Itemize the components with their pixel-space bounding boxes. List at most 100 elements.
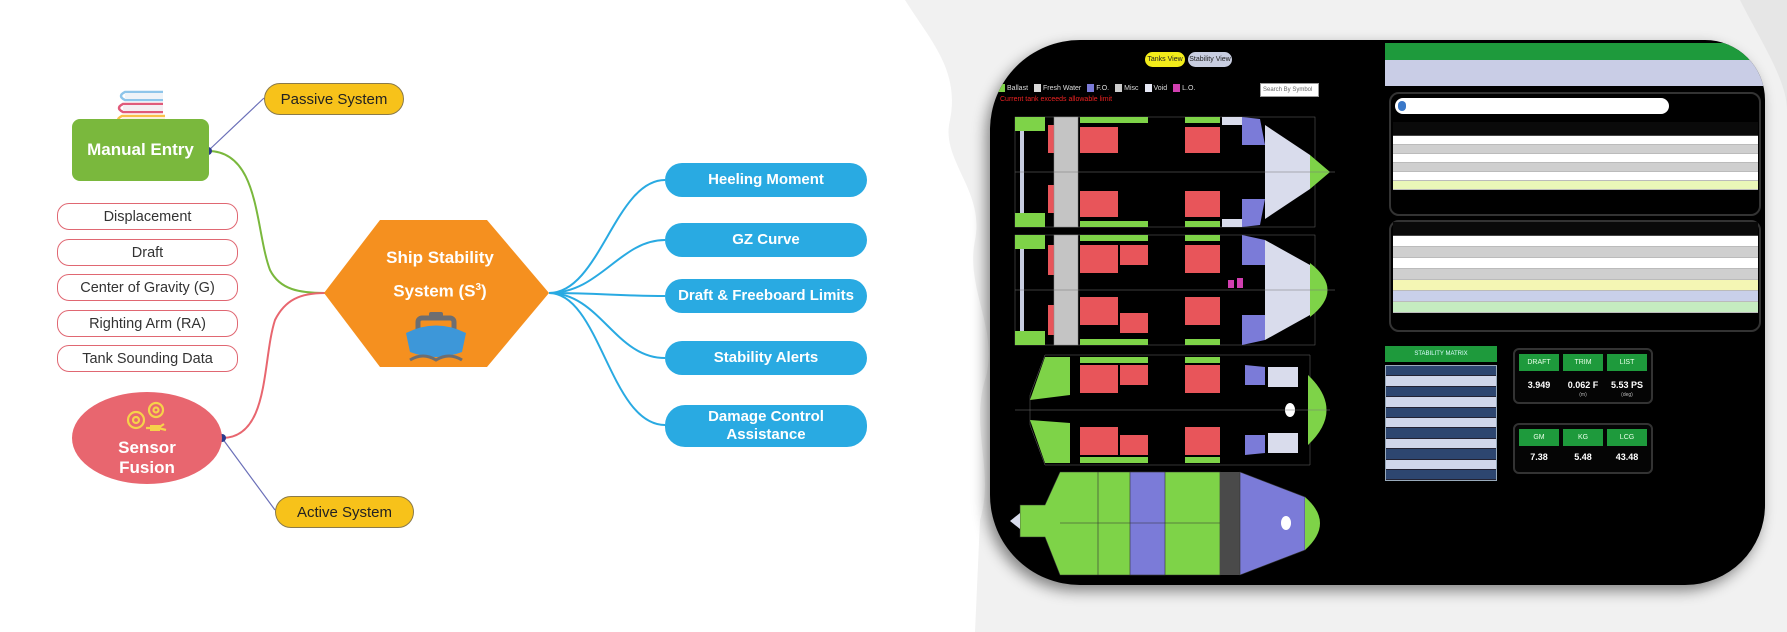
output-label: Stability Alerts <box>713 349 819 366</box>
input-tank-sounding-data[interactable]: Tank Sounding Data <box>57 345 238 372</box>
center-node-title-2: System (S3) <box>393 281 487 301</box>
matrix-row <box>1386 449 1496 460</box>
card-label: TRIM <box>1563 354 1603 371</box>
ship-icon <box>406 312 466 362</box>
list-card: LIST 5.53 PS (deg) <box>1607 354 1647 398</box>
sensor-fusion-node[interactable]: Sensor Fusion <box>72 392 222 484</box>
input-righting-arm[interactable]: Righting Arm (RA) <box>57 310 238 337</box>
tab[interactable]: ​ <box>1446 101 1454 111</box>
table-row <box>1393 145 1758 154</box>
button-label: Tanks View <box>1147 56 1183 63</box>
stability-view-button[interactable]: Stability View <box>1188 52 1232 67</box>
stability-data-panel: ​ ​ ​ ​ ​ ​ STABILITY <box>1385 40 1765 585</box>
stability-matrix-title: STABILITY MATRIX <box>1385 346 1497 362</box>
legend-item: F.O. <box>1087 84 1109 92</box>
input-draft[interactable]: Draft <box>57 239 238 266</box>
legend-item: Void <box>1144 84 1167 92</box>
manual-entry-label: Manual Entry <box>87 140 194 159</box>
manual-entry-node[interactable]: Manual Entry <box>72 119 209 181</box>
output-label: Heeling Moment <box>708 171 824 188</box>
active-system-label: Active System <box>296 503 393 521</box>
matrix-row <box>1386 438 1496 450</box>
tab[interactable]: ​ <box>1422 101 1430 111</box>
card-label: LCG <box>1607 429 1647 446</box>
output-damage-control-assistance[interactable]: Damage Control Assistance <box>665 405 867 447</box>
ship-deck-plans <box>1010 116 1335 576</box>
matrix-row <box>1386 417 1496 429</box>
input-center-of-gravity[interactable]: Center of Gravity (G) <box>57 274 238 301</box>
search-placeholder: Search By Symbol <box>1263 87 1313 93</box>
matrix-row <box>1386 459 1496 470</box>
card-value: 0.062 F <box>1567 380 1599 390</box>
table-row <box>1393 269 1758 280</box>
connector-passive <box>207 97 265 152</box>
card-value: 5.53 PS <box>1610 380 1644 390</box>
connector-output <box>548 292 666 359</box>
vessel-title-bar <box>1385 43 1765 60</box>
tanks-panel-frame <box>1389 92 1761 216</box>
tab[interactable]: ​ <box>1434 101 1442 111</box>
legend-item: Fresh Water <box>1034 84 1081 92</box>
sensor-fusion-label-2: Fusion <box>119 458 175 477</box>
draft-card: DRAFT 3.949 <box>1519 354 1559 398</box>
matrix-row <box>1386 407 1496 418</box>
output-label: Draft & Freeboard Limits <box>678 287 854 304</box>
tab[interactable]: ​ <box>1410 101 1418 111</box>
card-label: DRAFT <box>1519 354 1559 371</box>
tank-tabs: ​ ​ ​ ​ ​ ​ <box>1395 98 1669 114</box>
card-label: LIST <box>1607 354 1647 371</box>
active-system-pill[interactable]: Active System <box>275 496 414 528</box>
input-label: Displacement <box>103 208 192 225</box>
gears-sensor-icon <box>126 401 167 432</box>
stability-matrix: STABILITY MATRIX <box>1385 346 1497 546</box>
search-symbol-input[interactable]: Search By Symbol <box>1260 83 1319 97</box>
table-row-lightship <box>1393 291 1758 302</box>
tab-ballast-tanks[interactable]: ​ <box>1398 101 1406 111</box>
connector-manual-entry <box>207 150 326 294</box>
kg-card: KG 5.48 <box>1563 429 1603 468</box>
connector-output <box>548 239 666 294</box>
tab[interactable]: ​ <box>1458 101 1466 111</box>
table-header <box>1393 222 1758 236</box>
output-label: GZ Curve <box>732 231 800 248</box>
matrix-row <box>1386 397 1496 408</box>
connector-active <box>221 437 276 511</box>
button-label: Stability View <box>1189 56 1231 63</box>
output-heeling-moment[interactable]: Heeling Moment <box>665 163 867 197</box>
matrix-row <box>1386 386 1496 398</box>
table-row <box>1393 236 1758 247</box>
legend-item: L.O. <box>1173 84 1195 92</box>
input-displacement[interactable]: Displacement <box>57 203 238 230</box>
card-label: KG <box>1563 429 1603 446</box>
matrix-row <box>1386 366 1496 377</box>
output-draft-freeboard-limits[interactable]: Draft & Freeboard Limits <box>665 279 867 313</box>
center-node[interactable]: Ship Stability System (S3) <box>330 243 550 307</box>
center-node-title-1: Ship Stability <box>386 248 494 267</box>
card-unit: (deg) <box>1621 392 1633 398</box>
card-value: 7.38 <box>1530 452 1548 462</box>
lcg-card: LCG 43.48 <box>1607 429 1647 468</box>
table-row <box>1393 154 1758 163</box>
table-row-total <box>1393 181 1758 190</box>
deck-plan-4 <box>1010 471 1320 576</box>
output-stability-alerts[interactable]: Stability Alerts <box>665 341 867 375</box>
weights-panel-frame <box>1389 220 1761 332</box>
table-row <box>1393 163 1758 172</box>
card-value: 3.949 <box>1527 380 1551 390</box>
input-label: Center of Gravity (G) <box>80 279 215 296</box>
matrix-row <box>1386 376 1496 387</box>
deck-plan-1 <box>1014 116 1335 228</box>
stability-software-screenshot: Tanks View Stability View Ballast Fresh … <box>990 40 1765 585</box>
passive-system-pill[interactable]: Passive System <box>264 83 404 115</box>
gm-card: GM 7.38 <box>1519 429 1559 468</box>
output-gz-curve[interactable]: GZ Curve <box>665 223 867 257</box>
connector-output <box>548 179 666 294</box>
table-header <box>1393 122 1758 136</box>
tanks-view-button[interactable]: Tanks View <box>1145 52 1185 67</box>
connector-output <box>548 292 666 297</box>
tank-type-legend: Ballast Fresh Water F.O. Misc Void L.O. <box>998 84 1195 92</box>
tank-table <box>1393 122 1758 190</box>
table-row <box>1393 258 1758 269</box>
weights-table <box>1393 222 1758 313</box>
passive-system-label: Passive System <box>280 90 388 108</box>
